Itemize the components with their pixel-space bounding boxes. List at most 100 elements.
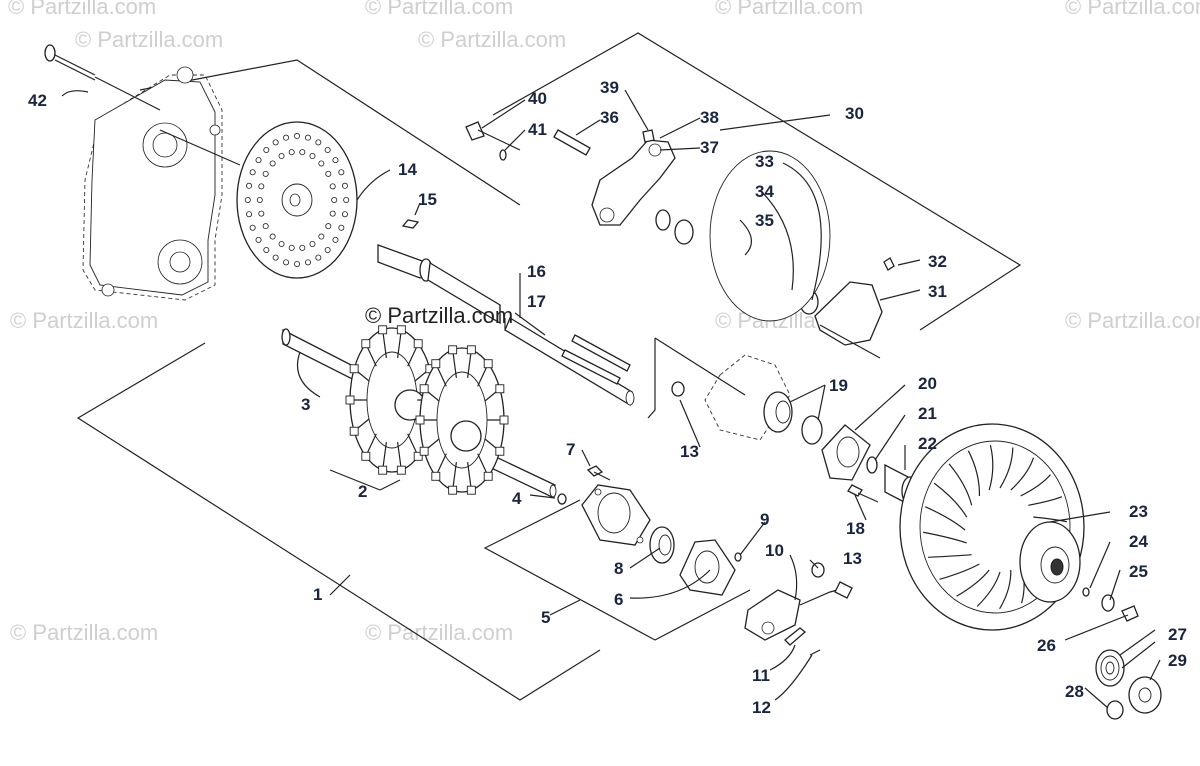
callout-number: 8 xyxy=(614,559,623,578)
disc-hole xyxy=(331,196,338,203)
callout-number: 13 xyxy=(680,442,699,461)
center-watermark: © Partzilla.com xyxy=(365,303,513,328)
callout-number: 15 xyxy=(418,190,437,209)
small-fastener xyxy=(557,465,742,562)
nut-part xyxy=(671,381,825,578)
clutch-fin xyxy=(988,445,994,491)
clutch-fin xyxy=(933,482,968,518)
sprocket-tooth xyxy=(419,446,429,456)
callout-number: 3 xyxy=(301,395,310,414)
disc-hole xyxy=(324,146,331,153)
sprocket-tooth xyxy=(413,339,423,349)
disc-hole xyxy=(324,247,331,254)
key-part xyxy=(561,334,631,385)
watermark-text: © Partzilla.com xyxy=(715,0,863,19)
watermark-text: © Partzilla.com xyxy=(365,0,513,19)
callout-number: 1 xyxy=(313,585,322,604)
disc-hole xyxy=(262,223,269,230)
disc-hole xyxy=(262,170,269,177)
clutch-fin xyxy=(1020,474,1051,497)
disc-hole xyxy=(341,182,348,189)
disc-hole xyxy=(318,233,325,240)
speed-sensor xyxy=(744,581,853,656)
disc-hole xyxy=(338,169,345,176)
callout-number: 5 xyxy=(541,608,550,627)
sprocket-tooth xyxy=(467,349,472,378)
clutch-fin xyxy=(999,447,1014,489)
clutch-fin xyxy=(1033,516,1067,523)
group-brackets xyxy=(76,32,1022,701)
bolt-part xyxy=(44,44,161,111)
clutch-fin xyxy=(924,506,966,531)
callout-number: 9 xyxy=(760,510,769,529)
disc-hole xyxy=(246,211,253,218)
disc-hole xyxy=(256,196,263,203)
washer xyxy=(1082,587,1139,622)
callout-number: 2 xyxy=(358,482,367,501)
callout-number: 24 xyxy=(1129,532,1148,551)
sprocket-tooth xyxy=(452,462,457,491)
watermark-text: © Partzilla.com xyxy=(75,27,223,52)
sprocket-tooth xyxy=(419,384,429,394)
disc-hole xyxy=(329,210,336,217)
watermark-text: © Partzilla.com xyxy=(10,620,158,645)
callout-number: 16 xyxy=(527,262,546,281)
disc-hole xyxy=(258,183,265,190)
disc-hole xyxy=(288,149,295,156)
callout-number: 37 xyxy=(700,138,719,157)
watermark-layer: © Partzilla.com © Partzilla.com © Partzi… xyxy=(8,0,1200,645)
disc-hole xyxy=(283,259,290,266)
watermark-text: © Partzilla.com xyxy=(365,620,513,645)
callout-number: 29 xyxy=(1168,651,1187,670)
watermark-text: © Partzilla.com xyxy=(1065,308,1200,333)
callout-number: 27 xyxy=(1168,625,1187,644)
sprocket-tooth xyxy=(382,329,387,358)
callout-number: 18 xyxy=(846,519,865,538)
callout-labels: 42 14 15 16 17 3 2 1 4 7 5 8 6 9 10 13 1… xyxy=(28,78,1187,717)
sprocket-tooth xyxy=(415,415,425,425)
clutch-fin xyxy=(976,571,1001,607)
disc-hole xyxy=(343,196,350,203)
disc-hole xyxy=(278,240,285,247)
clutch-fin xyxy=(928,554,972,558)
disc-hole xyxy=(318,160,325,167)
callout-number: 31 xyxy=(928,282,947,301)
callout-number: 6 xyxy=(614,590,623,609)
callout-number: 30 xyxy=(845,104,864,123)
disc-hole xyxy=(255,157,262,164)
sprocket-tooth xyxy=(396,325,406,335)
brake-disc xyxy=(236,121,358,279)
disc-hole xyxy=(255,236,262,243)
callout-number: 14 xyxy=(398,160,417,179)
watermark-text: © Partzilla.com xyxy=(1065,0,1200,19)
sprocket-tooth xyxy=(431,359,441,369)
sprocket-tooth xyxy=(361,339,371,349)
callout-number: 35 xyxy=(755,211,774,230)
callout-number: 20 xyxy=(918,374,937,393)
sprocket-tooth xyxy=(495,446,505,456)
sprocket-tooth xyxy=(378,465,388,475)
disc-hole xyxy=(246,182,253,189)
callout-number: 40 xyxy=(528,89,547,108)
clutch-fin xyxy=(948,463,973,506)
bolt-part xyxy=(847,484,879,503)
jackshaft xyxy=(377,244,635,407)
sprocket-tooth xyxy=(466,485,476,495)
bearing-housing-plate xyxy=(704,354,871,481)
bearing-flange xyxy=(581,484,651,546)
callout-number: 19 xyxy=(829,376,848,395)
callout-number: 23 xyxy=(1129,502,1148,521)
sprocket-tooth xyxy=(397,329,402,358)
disc-hole xyxy=(304,134,311,141)
callout-number: 25 xyxy=(1129,562,1148,581)
callout-number: 38 xyxy=(700,108,719,127)
callout-number: 10 xyxy=(765,541,784,560)
disc-hole xyxy=(293,260,300,267)
bearing xyxy=(649,526,675,564)
disc-hole xyxy=(341,211,348,218)
disc-hole xyxy=(332,236,339,243)
disc-hole xyxy=(329,183,336,190)
watermark-text: © Partzilla.com xyxy=(10,308,158,333)
clutch-fin xyxy=(956,569,990,597)
sprocket-tooth xyxy=(382,442,387,471)
